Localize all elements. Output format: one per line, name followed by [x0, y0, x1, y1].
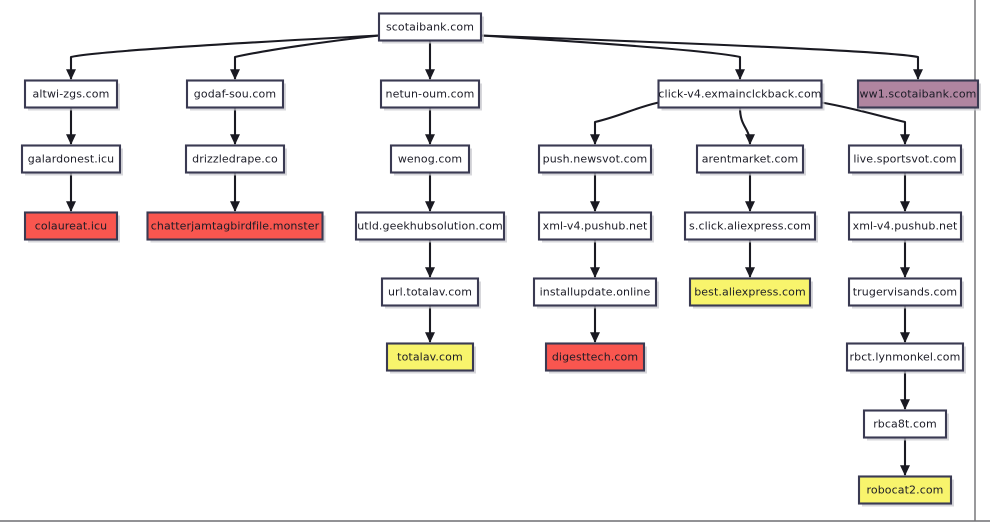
node-label: s.click.aliexpress.com: [689, 220, 811, 233]
node-label: colaureat.icu: [35, 220, 108, 233]
node-label: altwi-zgs.com: [33, 88, 110, 101]
node-box[interactable]: [377, 12, 483, 42]
node-url.totalav.com[interactable]: url.totalav.com: [380, 277, 481, 309]
node-label: digesttech.com: [552, 351, 638, 364]
node-installupdate.online[interactable]: installupdate.online: [532, 277, 659, 309]
node-label: xml-v4.pushub.net: [853, 220, 958, 233]
node-label: totalav.com: [397, 351, 463, 364]
node-label: utld.geekhubsolution.com: [357, 220, 503, 233]
node-scotaibank.com[interactable]: scotaibank.com: [377, 12, 484, 44]
node-box[interactable]: [695, 144, 805, 174]
node-label: live.sportsvot.com: [853, 153, 956, 166]
node-box[interactable]: [20, 144, 122, 174]
node-box[interactable]: [537, 211, 653, 241]
node-label: scotaibank.com: [386, 21, 474, 34]
node-box[interactable]: [847, 144, 963, 174]
node-label: url.totalav.com: [388, 286, 472, 299]
node-layer: scotaibank.com altwi-zgs.com godaf-sou.com…: [20, 12, 981, 507]
node-wenog.com[interactable]: wenog.com: [389, 144, 472, 176]
node-box[interactable]: [385, 342, 475, 372]
node-box[interactable]: [845, 342, 965, 372]
node-altwi-zgs.com[interactable]: altwi-zgs.com: [23, 79, 120, 111]
node-label: installupdate.online: [540, 286, 651, 299]
node-box[interactable]: [532, 277, 658, 307]
node-label: xml-v4.pushub.net: [543, 220, 648, 233]
node-robocat2.com[interactable]: robocat2.com: [857, 475, 954, 507]
node-rbca8t.com[interactable]: rbca8t.com: [862, 409, 949, 441]
node-netun-oum.com[interactable]: netun-oum.com: [379, 79, 482, 111]
node-click-v4.exmainclckback.com[interactable]: click-v4.exmainclckback.com: [657, 79, 825, 111]
edge-n4-to-n10: [738, 107, 755, 145]
node-box[interactable]: [379, 79, 481, 109]
node-label: chatterjamtagbirdfile.monster: [151, 220, 320, 233]
node-box[interactable]: [380, 277, 480, 307]
node-godaf-sou.com[interactable]: godaf-sou.com: [185, 79, 286, 111]
node-box[interactable]: [146, 211, 324, 241]
node-arentmarket.com[interactable]: arentmarket.com: [695, 144, 806, 176]
node-ww1.scotaibank.com[interactable]: ww1.scotaibank.com: [856, 79, 981, 111]
node-s.click.aliexpress.com[interactable]: s.click.aliexpress.com: [683, 211, 818, 243]
node-box[interactable]: [354, 211, 506, 241]
edge-n0-to-n4: [480, 34, 745, 80]
node-box[interactable]: [389, 144, 471, 174]
edge-n0-to-n5: [480, 34, 923, 80]
node-box[interactable]: [688, 277, 812, 307]
node-best.aliexpress.com[interactable]: best.aliexpress.com: [688, 277, 813, 309]
edge-layer: [66, 34, 923, 476]
node-label: best.aliexpress.com: [694, 286, 806, 299]
node-galardonest.icu[interactable]: galardonest.icu: [20, 144, 123, 176]
node-label: galardonest.icu: [28, 153, 114, 166]
node-box[interactable]: [857, 475, 953, 505]
node-label: click-v4.exmainclckback.com: [658, 88, 821, 101]
node-xml-v4.pushub.net[interactable]: xml-v4.pushub.net: [537, 211, 654, 243]
node-push.newsvot.com[interactable]: push.newsvot.com: [537, 144, 654, 176]
edge-n4-to-n11: [821, 101, 910, 145]
node-box[interactable]: [537, 144, 653, 174]
edge-n0-to-n1: [66, 34, 380, 80]
node-trugervisands.com[interactable]: trugervisands.com: [847, 277, 964, 309]
node-label: rbct.lynmonkel.com: [850, 351, 961, 364]
node-label: rbca8t.com: [873, 418, 937, 431]
node-label: trugervisands.com: [853, 286, 958, 299]
node-rbct.lynmonkel.com[interactable]: rbct.lynmonkel.com: [845, 342, 966, 374]
node-box[interactable]: [544, 342, 646, 372]
node-box[interactable]: [847, 211, 963, 241]
node-label: robocat2.com: [866, 484, 943, 497]
node-xml-v4.pushub.net[interactable]: xml-v4.pushub.net: [847, 211, 964, 243]
node-digesttech.com[interactable]: digesttech.com: [544, 342, 647, 374]
node-utld.geekhubsolution.com[interactable]: utld.geekhubsolution.com: [354, 211, 507, 243]
node-box[interactable]: [23, 79, 119, 109]
node-box[interactable]: [184, 144, 286, 174]
node-drizzledrape.co[interactable]: drizzledrape.co: [184, 144, 287, 176]
node-box[interactable]: [683, 211, 817, 241]
node-totalav.com[interactable]: totalav.com: [385, 342, 476, 374]
node-colaureat.icu[interactable]: colaureat.icu: [23, 211, 120, 243]
node-box[interactable]: [185, 79, 285, 109]
node-box[interactable]: [847, 277, 963, 307]
node-label: netun-oum.com: [386, 88, 475, 101]
node-label: arentmarket.com: [702, 153, 799, 166]
edge-n4-to-n9: [590, 101, 659, 145]
node-box[interactable]: [657, 79, 823, 109]
node-box[interactable]: [862, 409, 948, 439]
node-box[interactable]: [856, 79, 980, 109]
node-live.sportsvot.com[interactable]: live.sportsvot.com: [847, 144, 964, 176]
node-label: push.newsvot.com: [543, 153, 648, 166]
node-label: godaf-sou.com: [194, 88, 276, 101]
edge-n0-to-n2: [230, 34, 380, 80]
node-box[interactable]: [23, 211, 119, 241]
node-chatterjamtagbirdfile.monster[interactable]: chatterjamtagbirdfile.monster: [146, 211, 326, 243]
node-label: drizzledrape.co: [192, 153, 278, 166]
node-label: wenog.com: [398, 153, 462, 166]
node-label: ww1.scotaibank.com: [860, 88, 977, 101]
